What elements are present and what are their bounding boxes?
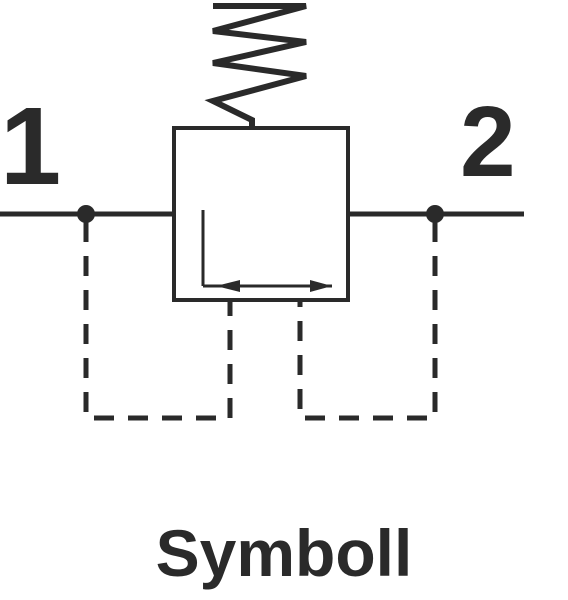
diagram-caption: Symboll <box>155 516 413 590</box>
arrow-head-right <box>310 280 332 292</box>
arrow-head-left <box>216 280 240 292</box>
pilot-line-right <box>297 222 438 421</box>
valve-body <box>172 126 350 302</box>
junction-dot-left <box>77 205 95 223</box>
junction-dot-right <box>426 205 444 223</box>
port-label-1: 1 <box>0 85 62 208</box>
spring <box>204 3 307 128</box>
port-label-2: 2 <box>460 86 516 198</box>
